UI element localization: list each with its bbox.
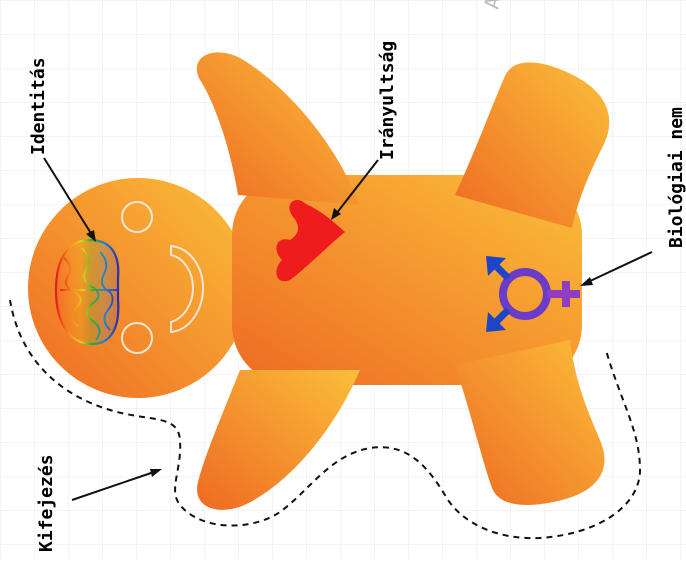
eye-bottom <box>121 322 153 354</box>
gingerbread-leg-bottom <box>455 340 605 505</box>
label-orientation: Irányultság <box>377 41 398 160</box>
label-identity: Identitás <box>28 57 49 155</box>
face <box>121 201 205 354</box>
watermark-letter: A <box>479 0 505 11</box>
arrow-expression <box>71 471 155 501</box>
transgender-symbol-icon <box>486 256 580 332</box>
gingerbread-arm-bottom <box>197 370 360 510</box>
expression-outline <box>9 299 642 540</box>
arrow-biological-sex <box>587 251 653 283</box>
gingerbread-arm-top <box>196 52 360 205</box>
gingerbread-leg-top <box>455 62 610 228</box>
brain-icon <box>54 238 120 346</box>
annotation-arrows <box>43 157 653 501</box>
heart-icon <box>276 199 345 282</box>
label-biological-sex: Biológiai nem <box>666 107 686 248</box>
smile <box>170 244 205 334</box>
arrow-identity <box>43 157 93 236</box>
label-expression: Kifejezés <box>36 454 57 552</box>
eye-top <box>121 201 153 233</box>
arrow-orientation <box>335 159 379 215</box>
